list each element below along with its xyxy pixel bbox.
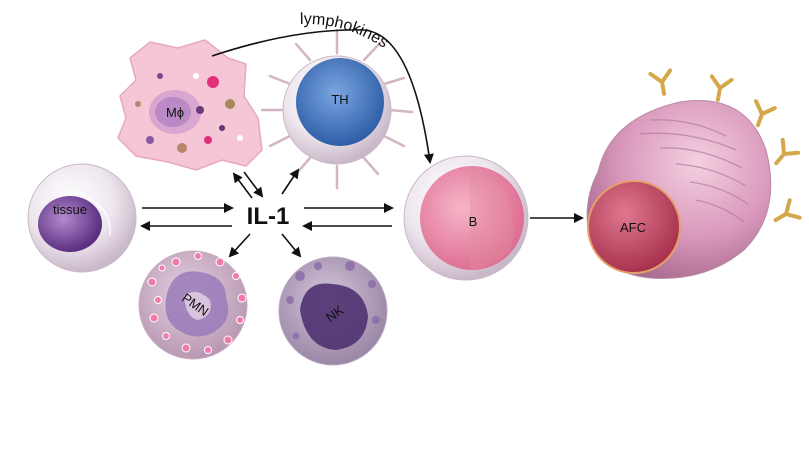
b-cell-label: B [469, 214, 478, 229]
antibody-icon [754, 99, 777, 128]
neutrophil-cell [138, 250, 248, 360]
helper-t-label: TH [331, 92, 348, 107]
antibody-icon [648, 68, 673, 96]
tissue-label: tissue [53, 202, 87, 217]
nk-cell [278, 256, 388, 366]
antibody-icon [773, 198, 802, 222]
macrophage-cell [117, 39, 263, 171]
lymphokines-text: lymphokines [300, 11, 391, 52]
afc-cell [586, 100, 772, 279]
arrow-il1-to-macrophage [232, 172, 253, 199]
afc-er-lines [639, 119, 749, 223]
arrow-il1-to-nk [281, 233, 302, 258]
afc-label: AFC [620, 220, 646, 235]
arrow-il1-to-helper-t [281, 168, 300, 195]
il1-label: IL-1 [247, 203, 290, 230]
antibody-icons [648, 68, 802, 222]
tissue-cell [27, 163, 137, 273]
neutrophil-granules [147, 252, 247, 354]
arrow-il1-to-pmn [228, 233, 251, 258]
helper-t-cell [260, 28, 414, 190]
macrophage-label: Mϕ [166, 105, 184, 120]
arrow-lymphokines [211, 29, 434, 164]
b-cell [403, 155, 529, 281]
arrows [140, 29, 584, 258]
antibody-icon [774, 137, 801, 166]
arrow-macrophage-to-il1 [243, 171, 264, 198]
nk-granules [286, 261, 380, 340]
antibody-icon [709, 74, 734, 102]
lymphokines-label: lymphokines [300, 11, 391, 52]
